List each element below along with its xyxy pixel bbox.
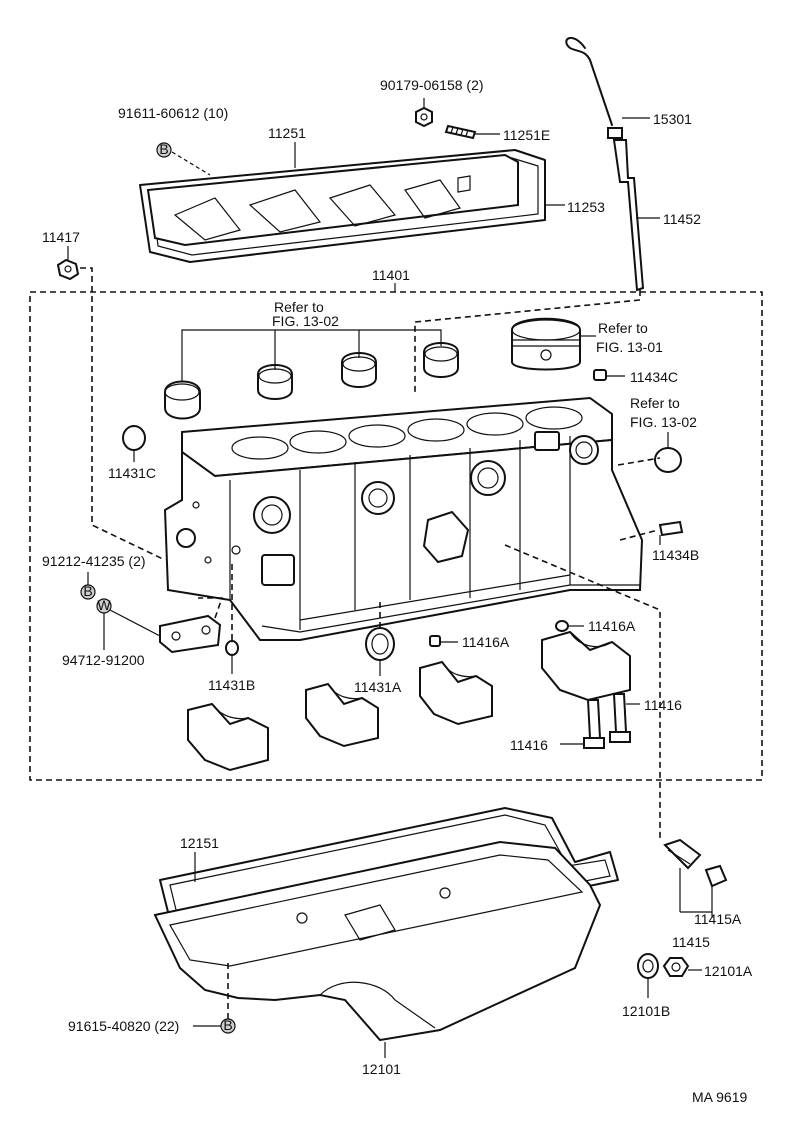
- cylinder-block: [163, 396, 644, 641]
- bearing-cap-4: [541, 620, 631, 702]
- label-11251: 11251: [268, 125, 306, 141]
- dipstick-dash-link: [414, 290, 641, 395]
- gasket-12101b: [637, 953, 659, 979]
- expansion-plug-right: [654, 447, 682, 473]
- label-11434c: 11434C: [630, 369, 678, 385]
- label-91212: 91212-41235 (2): [42, 553, 146, 569]
- leader-refer-1302a: [181, 329, 442, 382]
- plug-11434c: [593, 369, 607, 381]
- label-11416a-2: 11416A: [588, 618, 636, 634]
- label-refer-1: Refer to: [274, 299, 324, 315]
- expansion-plug-11431c: [122, 425, 146, 451]
- label-94712: 94712-91200: [62, 652, 145, 668]
- plug-11417: [56, 258, 80, 281]
- bolt-symbol-letter: B: [83, 583, 92, 599]
- label-11431a: 11431A: [354, 679, 402, 695]
- label-91615: 91615-40820 (22): [68, 1018, 179, 1034]
- label-12101: 12101: [362, 1061, 401, 1077]
- right-plug-dash: [617, 457, 661, 466]
- drain-union-11415a: [663, 838, 702, 870]
- label-11434b: 11434B: [652, 547, 699, 563]
- label-11415a: 11415A: [694, 911, 742, 927]
- label-11416-1: 11416: [644, 697, 682, 713]
- dipstick-guide-11452: [612, 139, 645, 292]
- label-11431b: 11431B: [208, 677, 255, 693]
- label-90179: 90179-06158 (2): [380, 77, 484, 93]
- label-refer-3: Refer to: [630, 395, 680, 411]
- footer-code: MA 9619: [692, 1089, 747, 1105]
- bolt-symbol-91611: B: [156, 141, 172, 158]
- plug-11431b: [225, 640, 239, 656]
- label-11431c: 11431C: [108, 465, 156, 481]
- label-15301: 15301: [653, 111, 692, 127]
- valve-cover: [146, 153, 519, 247]
- bolt-symbol-91212: B: [80, 583, 96, 600]
- washer-symbol-letter: W: [97, 597, 111, 613]
- block-assembly-frame: [29, 291, 763, 781]
- bolt-symbol-91615: B: [220, 1017, 236, 1034]
- nut-90179: [415, 106, 433, 128]
- label-refer-2: Refer to: [598, 320, 648, 336]
- leader-bracket: [109, 609, 161, 637]
- label-11416a-1: 11416A: [462, 634, 510, 650]
- drain-plug-small: [704, 864, 728, 888]
- label-11251e: 11251E: [503, 127, 550, 143]
- stud-11251e: [444, 124, 477, 140]
- label-91611: 91611-60612 (10): [118, 105, 228, 121]
- camshaft-bearings: [164, 342, 459, 420]
- label-fig1301: FIG. 13-01: [596, 339, 663, 355]
- plug-11417-dash: [80, 267, 166, 561]
- label-11401: 11401: [372, 267, 410, 283]
- bracket: [159, 614, 222, 654]
- dipstick-15301: [565, 36, 623, 139]
- plug-11434b-dash: [619, 529, 659, 541]
- bearing-cap-2: [305, 682, 379, 748]
- label-12101a: 12101A: [704, 963, 753, 979]
- drain-plug-12101a: [662, 957, 690, 977]
- drain-link-dash: [504, 544, 661, 840]
- label-fig1302a: FIG. 13-02: [272, 313, 339, 329]
- label-11415: 11415: [672, 934, 710, 950]
- label-12151: 12151: [180, 835, 219, 851]
- label-11416-2: 11416: [510, 737, 548, 753]
- leader-91611: [171, 151, 211, 176]
- label-12101b: 12101B: [622, 1003, 670, 1019]
- bearing-cap-3: [419, 635, 493, 726]
- bolt-symbol-letter-91615: B: [223, 1017, 232, 1033]
- bearing-cap-1: [187, 702, 269, 772]
- plug-11434b: [658, 520, 684, 537]
- label-11417: 11417: [42, 229, 80, 245]
- bolt-symbol-letter-91611: B: [159, 141, 168, 157]
- leader-11415-group: [679, 868, 713, 918]
- bracket-dash: [198, 597, 224, 619]
- washer-symbol-94712: W: [96, 597, 112, 614]
- label-11253: 11253: [567, 199, 605, 215]
- label-fig1302b: FIG. 13-02: [630, 414, 697, 430]
- bearing-bolt-right: [609, 693, 631, 743]
- label-11452: 11452: [663, 211, 701, 227]
- seal-ring-11431a: [365, 627, 395, 661]
- bearing-bolt-left: [583, 699, 605, 749]
- piston: [511, 317, 581, 371]
- oil-pan: [153, 840, 602, 1042]
